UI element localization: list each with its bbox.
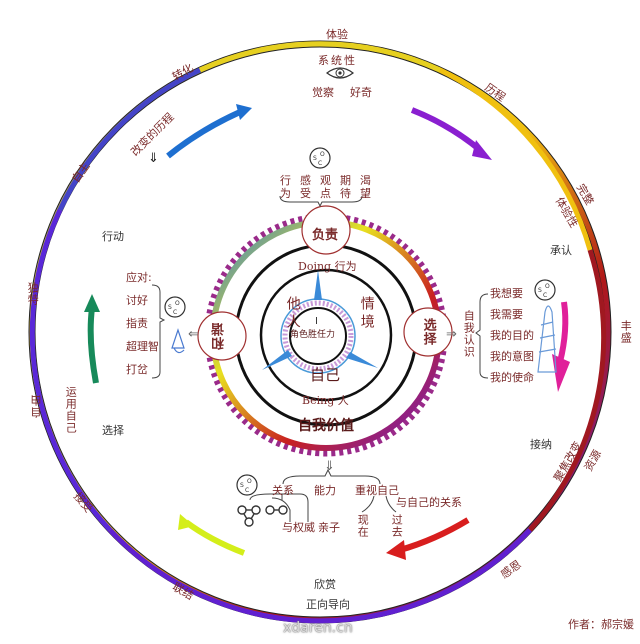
need-item: 我需要	[490, 308, 523, 321]
bottom-brace	[282, 468, 381, 485]
label-self-worth: 自我价值	[298, 418, 354, 434]
arrow-top-right	[410, 107, 492, 160]
coping-item-blaming: 指责	[126, 317, 148, 330]
arrow-right	[552, 301, 570, 392]
watermark: xdaren.cn	[283, 620, 353, 636]
coping-item-placating: 讨好	[126, 294, 148, 307]
label-role-competence: 角色胜任力	[290, 330, 336, 340]
svg-text:O: O	[175, 300, 180, 307]
label-coping-title: 应对:	[126, 271, 152, 284]
label-self: 自己	[310, 366, 341, 384]
label-choice: 选择	[420, 318, 436, 346]
svg-text:C: C	[245, 487, 249, 494]
iceberg-feelings: 感受	[300, 174, 311, 201]
arrow-bottom-right	[386, 517, 470, 560]
svg-text:S: S	[168, 304, 172, 311]
label-acknowledge: 承认	[550, 244, 572, 257]
label-curiosity: 好奇	[350, 86, 372, 99]
coping-item-super-reasonable: 超理智	[126, 340, 159, 353]
label-value-self: 重视自己	[355, 484, 399, 497]
soc-icon-top: S O C	[309, 147, 331, 169]
label-present: 现在	[356, 514, 370, 538]
label-awareness: 觉察	[312, 86, 334, 99]
label-ability: 能力	[314, 484, 336, 497]
label-being: Being 人	[302, 394, 349, 407]
label-relation-with-self: 与自己的关系	[396, 496, 462, 509]
svg-text:C: C	[543, 292, 547, 299]
label-freedom: 自由	[30, 394, 43, 418]
label-parent-child: 亲子	[318, 521, 340, 534]
label-choose-outer: 选择	[102, 424, 124, 437]
tower-icon-right	[537, 305, 557, 373]
double-arrow-right: ⇒	[446, 327, 457, 342]
svg-text:O: O	[545, 283, 550, 290]
iceberg-perceptions: 观点	[320, 174, 331, 201]
network-icon	[237, 505, 288, 527]
core-ring	[282, 300, 354, 372]
iceberg-brace	[279, 195, 363, 208]
label-with-authority: 与权威	[282, 521, 315, 534]
iceberg-levels: 行为 感受 观点 期待 渴望	[280, 174, 371, 200]
label-past: 过去	[390, 514, 404, 538]
label-i: I	[315, 316, 318, 327]
label-unique: 独特	[26, 282, 40, 306]
author-credit: 作者：郝宗媛	[568, 618, 634, 631]
arrow-bottom-left	[178, 514, 246, 556]
svg-text:O: O	[247, 478, 252, 485]
label-responsibility: 负责	[312, 228, 339, 243]
want-item: 我想要	[490, 287, 523, 300]
eye-icon	[326, 67, 354, 79]
arrow-top-left	[166, 104, 252, 159]
intention-item: 我的意图	[490, 350, 534, 363]
soc-icon-left: S O C	[164, 296, 186, 318]
self-awareness-brace	[475, 293, 489, 379]
coping-brace	[151, 284, 166, 379]
inner-ring	[259, 268, 393, 402]
iceberg-expectations: 期待	[340, 174, 351, 201]
triangle-spokes	[262, 270, 378, 370]
double-arrow-left: ⇐	[188, 327, 199, 342]
person-icon-left	[171, 328, 185, 354]
label-context: 情境	[358, 296, 375, 332]
svg-text:C: C	[173, 309, 177, 316]
relationship-branches	[249, 493, 309, 522]
label-action: 行动	[102, 230, 124, 243]
mission-item: 我的使命	[490, 371, 534, 384]
double-arrow-down: ⇓	[324, 459, 335, 474]
label-use-self: 运用自己	[64, 386, 78, 434]
label-self-awareness: 自我认识	[462, 310, 476, 358]
svg-text:O: O	[320, 151, 325, 158]
label-others: 他人	[284, 296, 301, 332]
svg-text:S: S	[313, 155, 317, 162]
soc-icon-right: S O C	[534, 279, 556, 301]
iceberg-yearnings: 渴望	[360, 174, 371, 201]
label-doing: Doing 行为	[298, 260, 357, 273]
double-arrow-topleft: ⇓	[148, 151, 159, 166]
label-relationship: 关系	[272, 484, 294, 497]
label-systemic: 系统性	[318, 54, 357, 67]
label-embrace: 接纳	[530, 438, 552, 451]
arrow-left	[84, 294, 100, 384]
svg-text:S: S	[538, 287, 542, 294]
label-abundance: 丰盛	[619, 320, 633, 344]
coping-item-irrelevant: 打岔	[126, 363, 148, 376]
self-branches	[361, 495, 397, 513]
label-positive-orientation: 正向导向	[306, 598, 350, 611]
label-harmony: 和谐	[212, 322, 227, 350]
svg-text:S: S	[240, 482, 244, 489]
label-appreciate: 欣赏	[314, 578, 336, 591]
soc-icon-bottom: S O C	[236, 474, 258, 496]
purpose-item: 我的目的	[490, 329, 534, 342]
iceberg-behavior: 行为	[280, 174, 291, 201]
svg-text:C: C	[318, 160, 322, 167]
label-experience: 体验	[326, 28, 348, 41]
